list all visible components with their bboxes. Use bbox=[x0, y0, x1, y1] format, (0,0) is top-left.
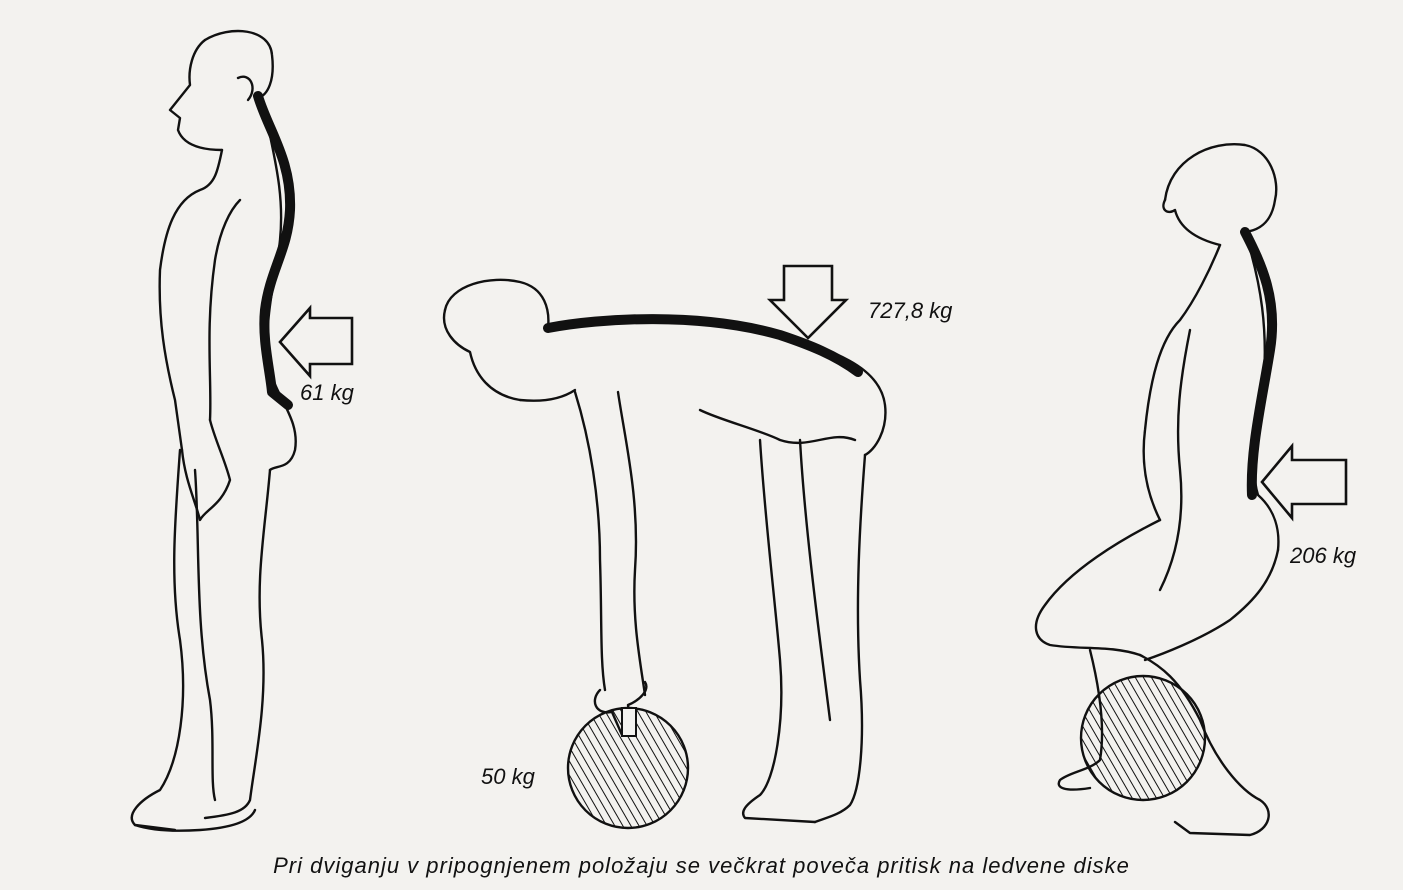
weight-label: 50 kg bbox=[481, 764, 535, 790]
standing-figure bbox=[132, 31, 352, 831]
standing-load-label: 61 kg bbox=[300, 380, 354, 406]
load-arrow-standing bbox=[280, 308, 352, 376]
load-arrow-squat bbox=[1262, 446, 1346, 518]
weight-ball-squat bbox=[1075, 670, 1215, 810]
bent-load-label: 727,8 kg bbox=[868, 298, 952, 324]
load-arrow-bent bbox=[770, 266, 846, 338]
weight-ball bbox=[560, 700, 700, 840]
squat-load-label: 206 kg bbox=[1290, 543, 1356, 569]
caption: Pri dviganju v pripognjenem položaju se … bbox=[0, 853, 1403, 879]
squat-figure bbox=[1036, 144, 1346, 835]
bent-figure bbox=[444, 266, 885, 840]
